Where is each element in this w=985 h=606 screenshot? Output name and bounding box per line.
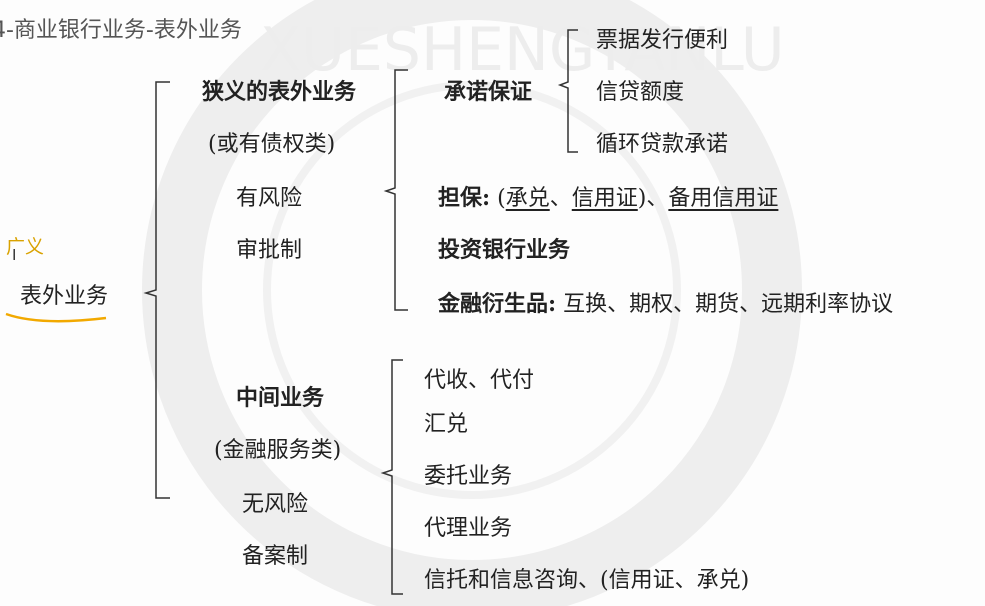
main-bracket <box>143 81 170 499</box>
narrow-approval: 审批制 <box>236 238 303 263</box>
service-item: 信托和信息咨询、(信用证、承兑) <box>424 568 750 593</box>
investment-banking: 投资银行业务 <box>438 237 571 263</box>
commitment-label: 承诺保证 <box>444 79 533 105</box>
commitment-item: 循环贷款承诺 <box>596 132 729 157</box>
service-item: 代收、代付 <box>424 368 535 393</box>
guarantee-line: 担保: (承兑、信用证)、备用信用证 <box>438 180 778 212</box>
commitment-item: 票据发行便利 <box>596 28 729 53</box>
guarantee-paren: ( <box>497 186 506 211</box>
text-cursor-icon: I <box>12 246 17 264</box>
highlight-underline <box>5 312 107 323</box>
service-item: 汇兑 <box>424 412 469 437</box>
guarantee-sep: 、 <box>646 186 669 211</box>
narrow-label: 狭义的表外业务 <box>202 79 357 105</box>
derivatives-line: 金融衍生品: 互换、期权、期货、远期利率协议 <box>438 286 893 318</box>
commitment-item: 信贷额度 <box>596 80 685 105</box>
intermediate-sub: (金融服务类) <box>214 438 342 463</box>
intermediate-approval: 备案制 <box>242 544 309 569</box>
guarantee-label: 担保: <box>438 185 491 211</box>
derivatives-items: 互换、期权、期货、远期利率协议 <box>563 292 894 317</box>
intermediate-label: 中间业务 <box>236 385 325 411</box>
guarantee-accept: 承兑 <box>505 186 550 211</box>
service-item: 委托业务 <box>424 464 513 489</box>
page-title: 4-商业银行业务-表外业务 <box>0 18 242 43</box>
narrow-bracket <box>383 69 408 311</box>
narrow-sub: (或有债权类) <box>208 132 336 157</box>
service-item: 代理业务 <box>424 516 513 541</box>
intermediate-risk: 无风险 <box>242 492 309 517</box>
broad-label: 广义 <box>6 236 45 258</box>
narrow-risk: 有风险 <box>236 186 303 211</box>
commitment-bracket <box>557 29 578 153</box>
derivatives-label: 金融衍生品: <box>438 291 557 317</box>
intermediate-bracket <box>380 359 403 595</box>
guarantee-paren: ) <box>637 186 647 211</box>
guarantee-sep: 、 <box>549 186 572 211</box>
guarantee-standby: 备用信用证 <box>668 186 779 211</box>
root-label: 表外业务 <box>20 284 109 309</box>
guarantee-lc: 信用证 <box>571 186 638 211</box>
